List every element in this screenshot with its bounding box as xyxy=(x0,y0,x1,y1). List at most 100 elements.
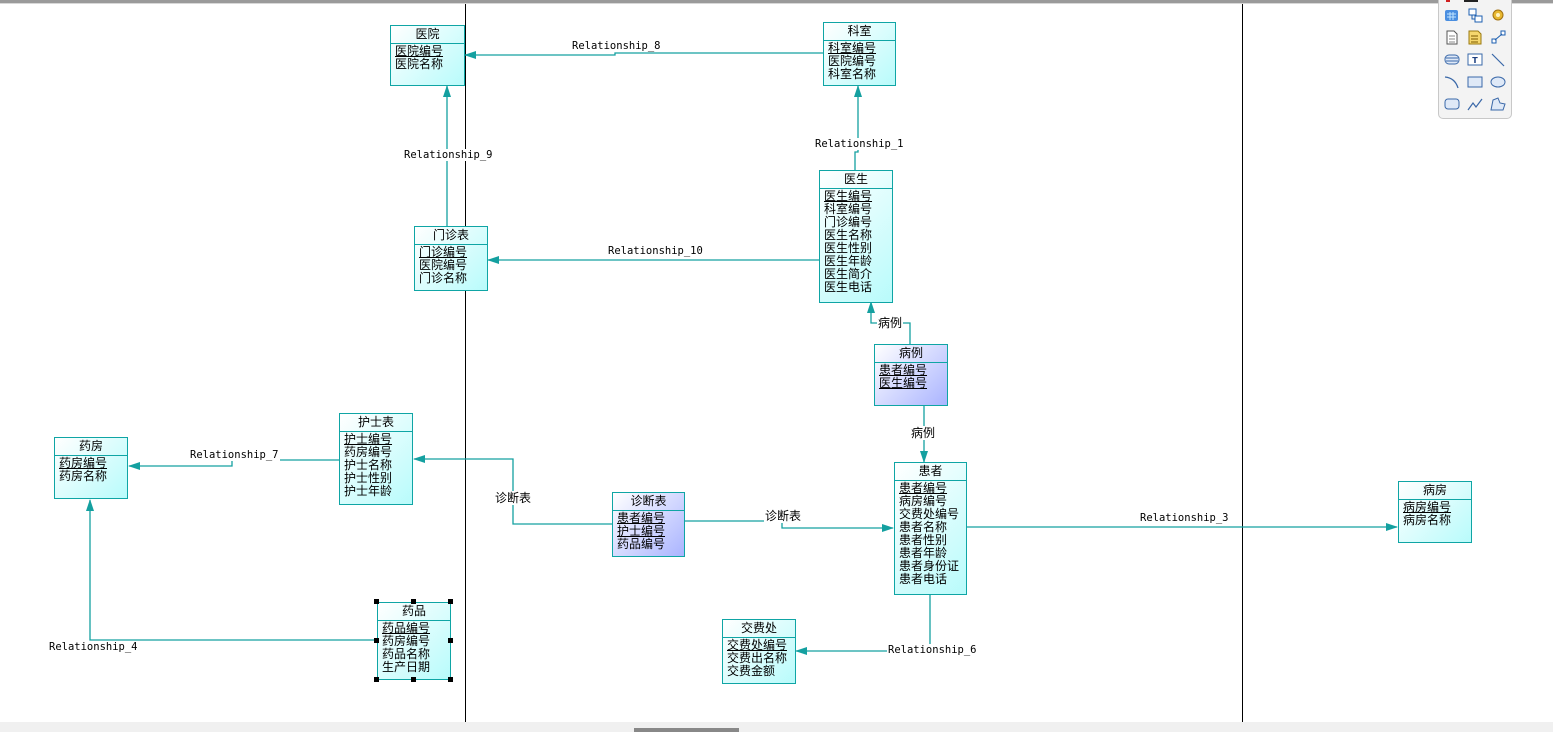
attribute: 药品名称 xyxy=(382,647,431,661)
primary-key-attribute: 患者编号 xyxy=(879,363,928,377)
window-top-border xyxy=(0,0,1553,3)
attribute-list: 交费处编号交费出名称交费金额 xyxy=(723,638,795,678)
relationship-label-diagnosis-patient[interactable]: 诊断表 xyxy=(764,509,803,523)
attribute-list: 护士编号药房编号护士名称护士性别护士年龄 xyxy=(340,432,412,498)
attribute: 药房编号 xyxy=(382,634,431,648)
resize-handle-nw[interactable] xyxy=(374,599,379,604)
relationship-label-diagnosis-nurse[interactable]: 诊断表 xyxy=(494,491,533,505)
entity-nurse[interactable]: 护士表 护士编号药房编号护士名称护士性别护士年龄 xyxy=(339,413,413,505)
resize-handle-w[interactable] xyxy=(374,638,379,643)
attribute: 患者电话 xyxy=(899,572,948,586)
procedure-icon[interactable] xyxy=(1492,9,1504,21)
relationship-label-6[interactable]: Relationship_6 xyxy=(887,644,978,656)
link-relationship-4[interactable] xyxy=(86,499,376,641)
entity-pharmacy[interactable]: 药房 药房编号药房名称 xyxy=(54,437,128,499)
link-relationship-7[interactable] xyxy=(128,459,340,470)
entity-ward[interactable]: 病房 病房编号病房名称 xyxy=(1398,481,1472,543)
relationship-label-7[interactable]: Relationship_7 xyxy=(189,449,280,461)
relationship-label-4[interactable]: Relationship_4 xyxy=(48,641,139,653)
relationship-label-case-patient[interactable]: 病例 xyxy=(910,426,937,440)
relationship-label-3[interactable]: Relationship_3 xyxy=(1139,512,1230,524)
link-relationship-6[interactable] xyxy=(795,594,931,655)
primary-key-attribute: 护士编号 xyxy=(344,432,393,446)
rectangle-icon[interactable] xyxy=(1467,76,1483,88)
entity-department[interactable]: 科室 科室编号医院编号科室名称 xyxy=(823,22,896,86)
attribute-list: 门诊编号医院编号门诊名称 xyxy=(415,245,487,285)
primary-key-attribute: 药品编号 xyxy=(382,621,431,635)
link-relationship-1[interactable] xyxy=(854,85,862,170)
attribute: 交费处编号 xyxy=(899,507,960,521)
resize-handle-ne[interactable] xyxy=(448,599,453,604)
tool-palette: T xyxy=(1438,0,1512,119)
file-icon[interactable] xyxy=(1446,30,1458,45)
primary-key-attribute: 交费处编号 xyxy=(727,638,788,652)
note-icon[interactable] xyxy=(1468,30,1482,45)
relationship-label-10[interactable]: Relationship_10 xyxy=(607,245,704,257)
relationship-label-9[interactable]: Relationship_9 xyxy=(403,149,494,161)
resize-handle-n[interactable] xyxy=(411,599,416,604)
relationship-label-case-doctor[interactable]: 病例 xyxy=(877,316,904,330)
horizontal-scrollbar-thumb[interactable] xyxy=(634,728,739,732)
page-boundary-right xyxy=(1242,4,1243,722)
polyline-icon[interactable] xyxy=(1467,98,1483,111)
entity-title: 医生 xyxy=(820,171,892,189)
resize-handle-sw[interactable] xyxy=(374,677,379,682)
primary-key-attribute: 患者编号 xyxy=(617,511,666,525)
attribute: 医生名称 xyxy=(824,228,873,242)
entity-doctor[interactable]: 医生 医生编号科室编号门诊编号医生名称医生性别医生年龄医生简介医生电话 xyxy=(819,170,893,303)
attribute-list: 医生编号科室编号门诊编号医生名称医生性别医生年龄医生简介医生电话 xyxy=(820,189,892,294)
rounded-rect-icon[interactable] xyxy=(1444,98,1460,110)
resize-handle-se[interactable] xyxy=(448,677,453,682)
primary-key-attribute: 病房编号 xyxy=(1403,500,1452,514)
attribute-list: 科室编号医院编号科室名称 xyxy=(824,41,895,81)
entity-title: 病房 xyxy=(1399,482,1471,500)
resize-handle-s[interactable] xyxy=(411,677,416,682)
attribute: 医生性别 xyxy=(824,241,873,255)
attribute: 患者名称 xyxy=(899,520,948,534)
entity-medicine[interactable]: 药品 药品编号药房编号药品名称生产日期 xyxy=(377,602,451,680)
text-icon[interactable]: T xyxy=(1467,53,1483,66)
primary-key-attribute: 药房编号 xyxy=(59,456,108,470)
relationship-label-1[interactable]: Relationship_1 xyxy=(814,138,905,150)
resize-handle-e[interactable] xyxy=(448,638,453,643)
attribute: 患者身份证 xyxy=(899,559,960,573)
page-boundary-left xyxy=(465,4,466,722)
attribute: 护士性别 xyxy=(344,471,393,485)
attribute: 科室名称 xyxy=(828,67,877,81)
attribute-list: 患者编号病房编号交费处编号患者名称患者性别患者年龄患者身份证患者电话 xyxy=(895,481,966,586)
link-icon[interactable] xyxy=(1491,30,1506,44)
entity-diagnosis[interactable]: 诊断表 患者编号护士编号药品编号 xyxy=(612,492,685,557)
attribute: 交费金额 xyxy=(727,664,776,678)
primary-key-attribute: 患者编号 xyxy=(899,481,948,495)
package-icon[interactable] xyxy=(1444,54,1460,65)
attribute: 药品编号 xyxy=(617,537,666,551)
entity-case[interactable]: 病例 患者编号医生编号 xyxy=(874,344,948,406)
attribute: 药房名称 xyxy=(59,469,108,483)
entity-title: 诊断表 xyxy=(613,493,684,511)
ellipse-icon[interactable] xyxy=(1490,76,1506,88)
attribute-list: 病房编号病房名称 xyxy=(1399,500,1471,527)
arc-icon[interactable] xyxy=(1444,76,1459,89)
entity-clinic[interactable]: 门诊表 门诊编号医院编号门诊名称 xyxy=(414,226,488,291)
attribute: 病房名称 xyxy=(1403,513,1452,527)
entity-title: 护士表 xyxy=(340,414,412,432)
primary-key-attribute: 医院编号 xyxy=(395,44,444,58)
entity-patient[interactable]: 患者 患者编号病房编号交费处编号患者名称患者性别患者年龄患者身份证患者电话 xyxy=(894,462,967,595)
entity-title: 医院 xyxy=(391,26,464,44)
relationship-label-8[interactable]: Relationship_8 xyxy=(571,40,662,52)
table-icon[interactable] xyxy=(1445,10,1458,21)
attribute-list: 医院编号医院名称 xyxy=(391,44,464,71)
attribute: 生产日期 xyxy=(382,660,431,674)
entity-title: 药房 xyxy=(55,438,127,456)
link-diagnosis-patient[interactable] xyxy=(685,520,894,532)
polygon-icon[interactable] xyxy=(1490,97,1506,111)
entity-hospital[interactable]: 医院 医院编号医院名称 xyxy=(390,25,465,86)
window-top-shadow xyxy=(0,3,1553,4)
view-icon[interactable] xyxy=(1468,8,1483,23)
horizontal-scrollbar[interactable] xyxy=(0,722,1553,732)
line-icon[interactable] xyxy=(1491,53,1505,67)
attribute: 医院编号 xyxy=(828,54,877,68)
attribute: 患者性别 xyxy=(899,533,948,547)
entity-payment[interactable]: 交费处 交费处编号交费出名称交费金额 xyxy=(722,619,796,684)
link-relationship-8[interactable] xyxy=(464,51,823,59)
